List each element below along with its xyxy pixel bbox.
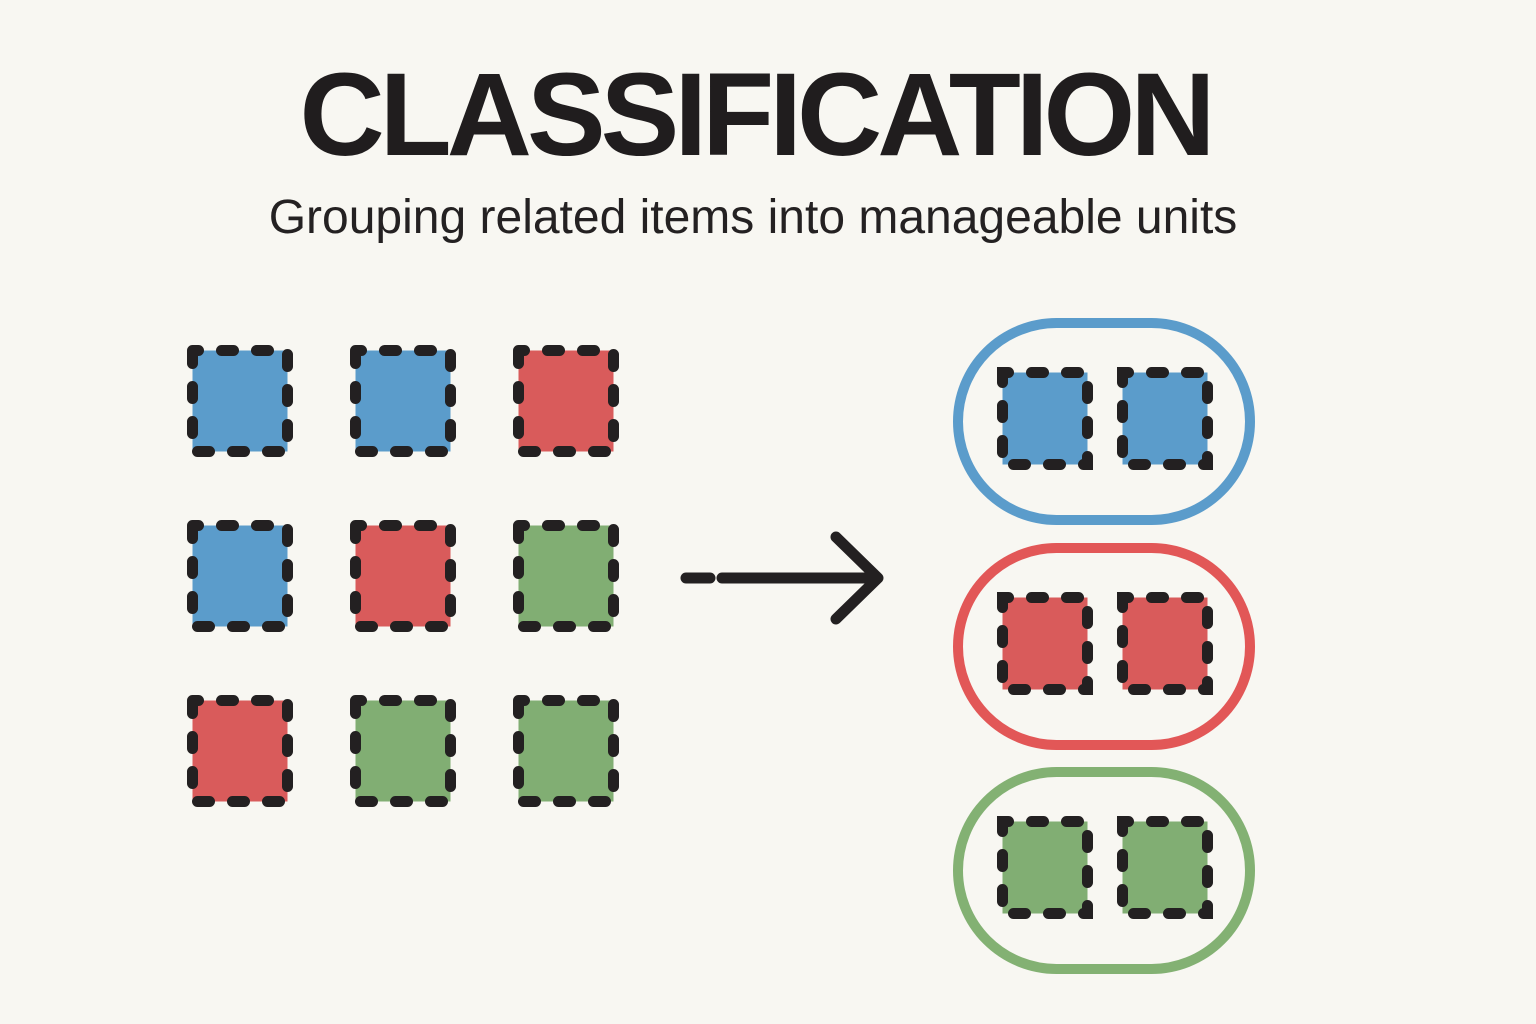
- item-square-red: [513, 345, 619, 457]
- item-square-blue: [187, 520, 293, 632]
- item-square-fill: [513, 345, 619, 457]
- arrow-right-icon: [680, 531, 884, 625]
- group-red-outline: [953, 543, 1255, 750]
- item-square-red: [997, 592, 1093, 695]
- page-subtitle: Grouping related items into manageable u…: [268, 191, 1238, 244]
- item-square-green: [997, 816, 1093, 919]
- ungrouped-items-grid: [187, 345, 619, 807]
- item-square-fill: [187, 345, 293, 457]
- item-square-fill: [513, 520, 619, 632]
- item-square-green: [350, 695, 456, 807]
- grouped-items-column: [953, 318, 1255, 974]
- group-green-outline: [953, 767, 1255, 974]
- page-title: CLASSIFICATION: [299, 49, 1215, 181]
- item-square-green: [1117, 816, 1213, 919]
- item-square-red: [350, 520, 456, 632]
- item-square-fill: [187, 520, 293, 632]
- item-square-green: [513, 520, 619, 632]
- item-square-red: [187, 695, 293, 807]
- item-square-fill: [350, 695, 456, 807]
- item-square-blue: [350, 345, 456, 457]
- item-square-fill: [350, 520, 456, 632]
- item-square-green: [513, 695, 619, 807]
- item-square-red: [1117, 592, 1213, 695]
- item-square-fill: [513, 695, 619, 807]
- item-square-fill: [187, 695, 293, 807]
- group-red: [953, 543, 1255, 750]
- arrow-head: [830, 531, 884, 625]
- item-square-blue: [1117, 367, 1213, 470]
- group-blue: [953, 318, 1255, 525]
- group-green: [953, 767, 1255, 974]
- item-square-fill: [350, 345, 456, 457]
- item-square-blue: [997, 367, 1093, 470]
- group-blue-outline: [953, 318, 1255, 525]
- item-square-blue: [187, 345, 293, 457]
